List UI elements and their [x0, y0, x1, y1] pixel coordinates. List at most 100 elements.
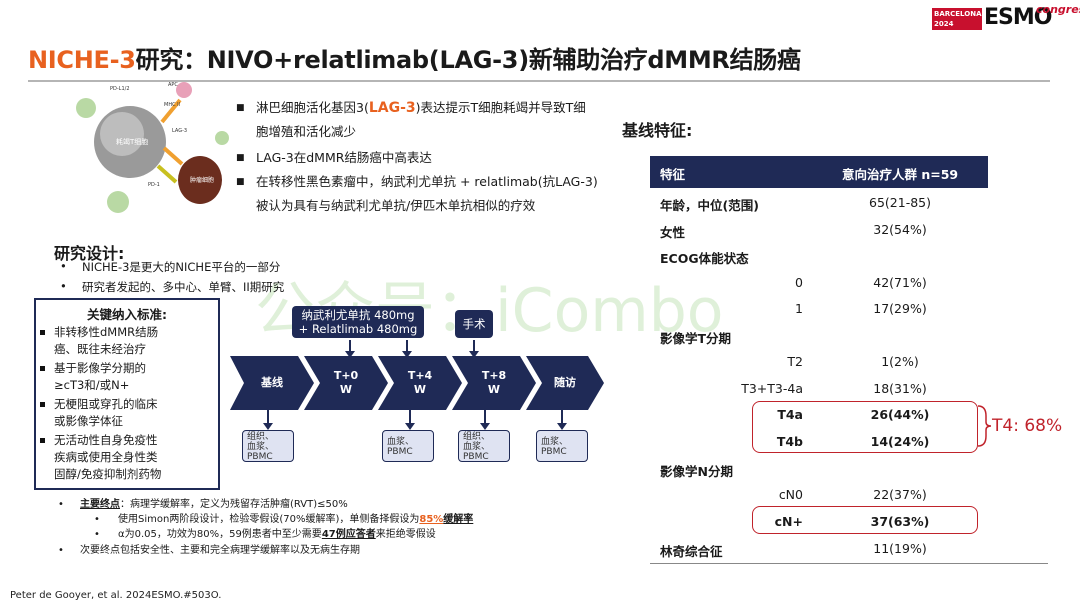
table-row-value: 18(31%) — [873, 381, 927, 396]
table-row-value: 11(19%) — [873, 541, 927, 556]
tumor-cell-shape — [178, 156, 222, 204]
secondary-endpoint: •次要终点包括安全性、主要和完全病理学缓解率以及无病生存期 — [58, 545, 360, 556]
table-row-value: 65(21-85) — [869, 195, 931, 210]
citation: Peter de Gooyer, et al. 2024ESMO.#503O. — [10, 590, 222, 601]
t4-summary-label: T4: 68% — [992, 416, 1063, 436]
mechanism-illustration: PD-L1/2 APC MHC II LAG-3 耗竭T细胞 PD-1 肿瘤细胞 — [76, 82, 229, 213]
table-row-label: 1 — [795, 301, 803, 316]
table-header: 特征 意向治疗人群 n=59 — [650, 156, 988, 188]
diagram-label: 肿瘤细胞 — [190, 176, 214, 184]
flow-step-followup: 随访 — [526, 356, 604, 410]
table-row-label: 影像学T分期 — [660, 331, 732, 346]
baseline-heading: 基线特征: — [622, 121, 693, 140]
table-row-value: 1(2%) — [881, 354, 919, 369]
title-highlight: NICHE-3 — [28, 46, 136, 74]
primary-endpoint-detail: •α为0.05，功效为80%，59例患者中至少需要47例应答者来拒绝零假设 — [94, 529, 436, 540]
col-header-itt: 意向治疗人群 n=59 — [842, 167, 959, 182]
primary-endpoint-detail: •使用Simon两阶段设计，检验零假设(70%缓解率)，单侧备择假设为85%缓解… — [94, 514, 474, 525]
page-title: NICHE-3研究：NIVO+relatlimab(LAG-3)新辅助治疗dMM… — [28, 40, 801, 75]
sample-box: 血浆、PBMC — [382, 430, 434, 462]
intro-bullet-continued: 被认为具有与纳武利尤单抗/伊匹木单抗相似的疗效 — [256, 198, 536, 213]
table-row-label: cN0 — [778, 487, 803, 502]
t-cell-highlight — [100, 112, 144, 156]
table-row-value: 26(44%) — [870, 407, 930, 422]
diagram-label: PD-1 — [148, 182, 160, 188]
surgery-box: 手术 — [455, 310, 493, 338]
logo-congress: congress — [1036, 3, 1080, 16]
table-row-label: T3+T3-4a — [741, 381, 803, 396]
design-bullet: •NICHE-3是更大的NICHE平台的一部分 — [60, 259, 281, 274]
immune-cell-shape — [107, 191, 129, 213]
inclusion-criteria-box: 关键纳入标准: 非转移性dMMR结肠癌、既往未经治疗 基于影像学分期的≥cT3和… — [34, 298, 220, 490]
table-row-value: 14(24%) — [870, 434, 930, 449]
down-arrow — [402, 340, 412, 358]
table-bottom-rule — [650, 563, 1048, 564]
receptor-line — [156, 164, 178, 184]
intro-bullet: ■在转移性黑色素瘤中，纳武利尤单抗 + relatlimab(抗LAG-3) — [236, 170, 598, 194]
bullet-dot: ■ — [236, 153, 245, 163]
inclusion-heading: 关键纳入标准: — [87, 307, 167, 322]
table-row-label: T4b — [776, 434, 803, 449]
intro-bullet-continued: 胞增殖和活化减少 — [256, 124, 357, 139]
table-row-label: 林奇综合征 — [660, 544, 723, 559]
diagram-label: LAG-3 — [172, 128, 187, 134]
primary-endpoint: •主要终点：病理学缓解率，定义为残留存活肿瘤(RVT)≤50% — [58, 499, 348, 510]
diagram-label: PD-L1/2 — [110, 86, 130, 92]
table-row-label: 影像学N分期 — [660, 464, 733, 479]
table-row-value: 37(63%) — [870, 514, 930, 529]
cn-plus-highlight-box — [752, 506, 978, 534]
intro-bullet: ■淋巴细胞活化基因3(LAG-3)表达提示T细胞耗竭并导致T细 — [236, 96, 586, 120]
design-heading: 研究设计: — [54, 244, 125, 263]
title-divider — [28, 80, 1050, 82]
table-row-label: cN+ — [774, 514, 803, 529]
table-row-label: 年龄，中位(范围) — [660, 198, 759, 213]
down-arrow — [480, 410, 490, 430]
immune-cell-shape — [76, 98, 96, 118]
table-row-label: 女性 — [660, 225, 686, 240]
title-rest: 研究：NIVO+relatlimab(LAG-3)新辅助治疗dMMR结肠癌 — [135, 46, 801, 74]
down-arrow — [557, 410, 567, 430]
inclusion-item: 无活动性自身免疫性疾病或使用全身性类固醇/免疫抑制剂药物 — [40, 432, 214, 483]
sample-box: 组织、血浆、PBMC — [458, 430, 510, 462]
table-row-label: T2 — [787, 354, 803, 369]
sample-box: 组织、血浆、PBMC — [242, 430, 294, 462]
table-row-label: T4a — [777, 407, 803, 422]
table-row-value: 42(71%) — [873, 275, 927, 290]
bullet-dot: ■ — [236, 103, 245, 113]
down-arrow — [469, 340, 479, 358]
lag3-highlight: LAG-3 — [368, 100, 416, 116]
immune-cell-shape — [215, 131, 229, 145]
table-row-label: 0 — [795, 275, 803, 290]
t4-highlight-box — [752, 401, 978, 453]
table-row-value: 22(37%) — [873, 487, 927, 502]
col-header-characteristic: 特征 — [660, 167, 686, 182]
t4-bracket — [977, 405, 992, 447]
table-row-value: 32(54%) — [873, 222, 927, 237]
table-row-value: 17(29%) — [873, 301, 927, 316]
receptor-line — [162, 146, 184, 166]
diagram-label: MHC II — [164, 102, 180, 108]
logo-brand: ESMO — [984, 5, 1052, 30]
sample-box: 血浆、PBMC — [536, 430, 588, 462]
design-bullet: •研究者发起的、多中心、单臂、II期研究 — [60, 279, 285, 294]
intro-bullet: ■LAG-3在dMMR结肠癌中高表达 — [236, 146, 432, 170]
drug-regimen-box: 纳武利尤单抗 480mg+ Relatlimab 480mg — [292, 306, 424, 338]
apc-shape — [176, 82, 192, 98]
table-row-label: ECOG体能状态 — [660, 251, 749, 266]
inclusion-item: 基于影像学分期的≥cT3和/或N+ — [40, 360, 214, 394]
diagram-label: APC — [168, 82, 178, 88]
inclusion-item: 无梗阻或穿孔的临床或影像学体征 — [40, 396, 214, 430]
down-arrow — [263, 410, 273, 430]
down-arrow — [345, 340, 355, 358]
inclusion-item: 非转移性dMMR结肠癌、既往未经治疗 — [40, 324, 214, 358]
flow-step-baseline: 基线 — [230, 356, 314, 410]
down-arrow — [405, 410, 415, 430]
bullet-dot: ■ — [236, 177, 245, 187]
diagram-label: 耗竭T细胞 — [116, 137, 148, 146]
receptor-line — [160, 98, 182, 124]
